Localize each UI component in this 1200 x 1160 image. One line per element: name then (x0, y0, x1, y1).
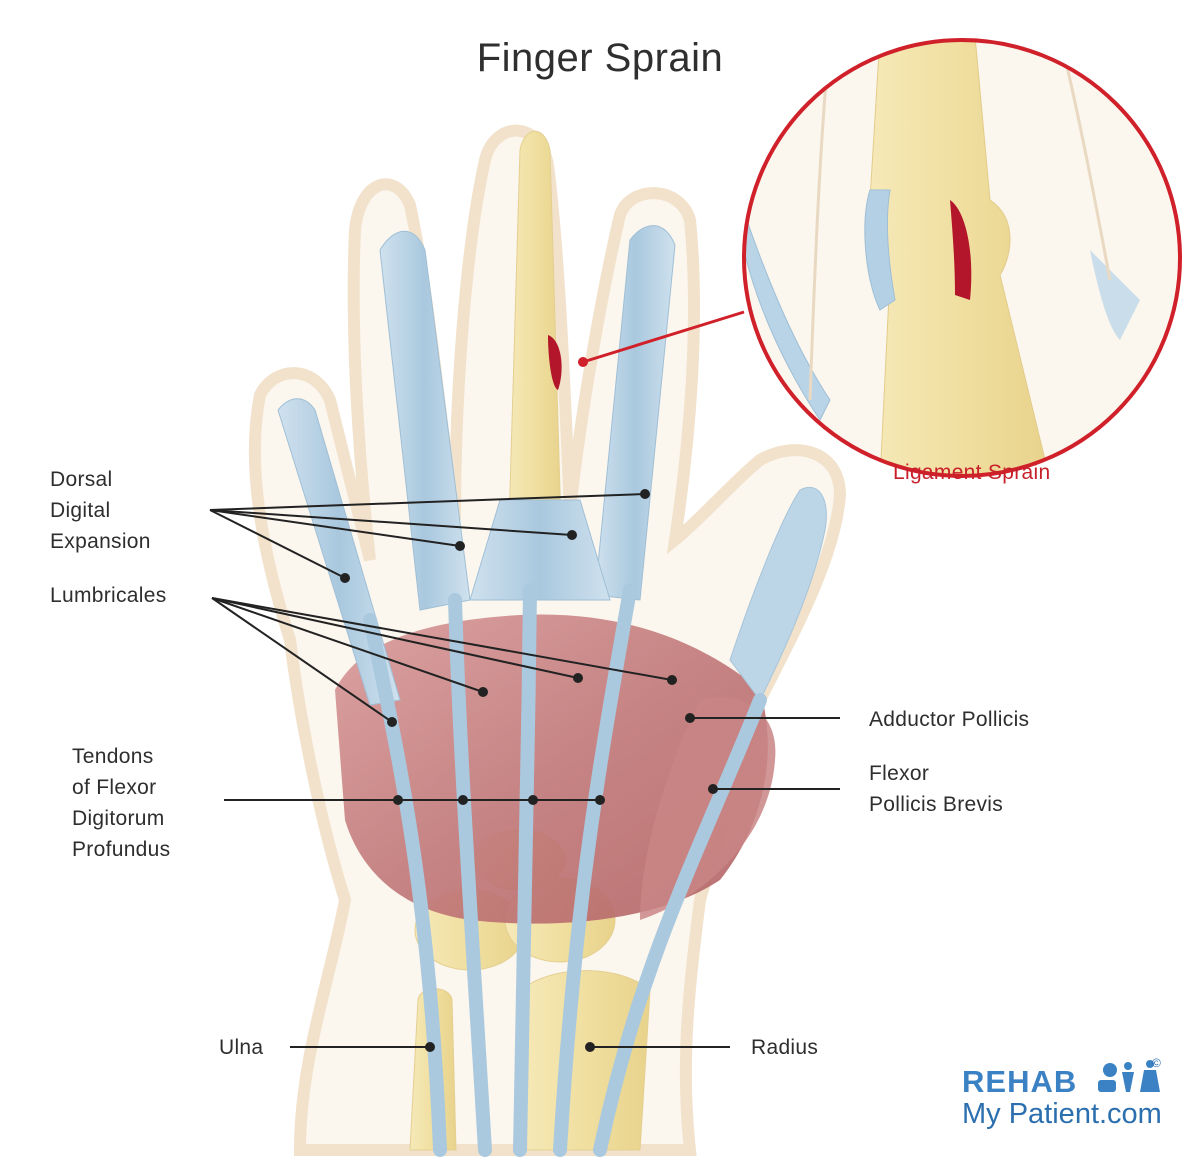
logo-brand: REHAB (962, 1064, 1078, 1099)
long-flexor-tendons (363, 583, 767, 1157)
page-title: Finger Sprain (476, 36, 724, 80)
label-ulna: Ulna (219, 1036, 264, 1059)
label-tendons-flexor-digitorum-profundus: Tendons of Flexor Digitorum Profundus (72, 745, 171, 861)
label-adductor-pollicis: Adductor Pollicis (869, 708, 1030, 731)
logo-figures-icon (1098, 1060, 1160, 1092)
logo-subtitle: My Patient.com (962, 1098, 1162, 1130)
label-lumbricales: Lumbricales (50, 584, 167, 607)
thumb (729, 487, 827, 701)
label-dorsal-digital-expansion: Dorsal Digital Expansion (50, 468, 151, 553)
label-radius: Radius (751, 1036, 819, 1059)
inset-magnifier (578, 38, 1182, 478)
inset-label-ligament-sprain: Ligament Sprain (893, 461, 1051, 484)
leader-lines (209, 489, 840, 1052)
sprain-site (548, 335, 562, 390)
logo-copyright: © (1152, 1056, 1161, 1070)
label-flexor-pollicis-brevis: Flexor Pollicis Brevis (869, 762, 1004, 816)
